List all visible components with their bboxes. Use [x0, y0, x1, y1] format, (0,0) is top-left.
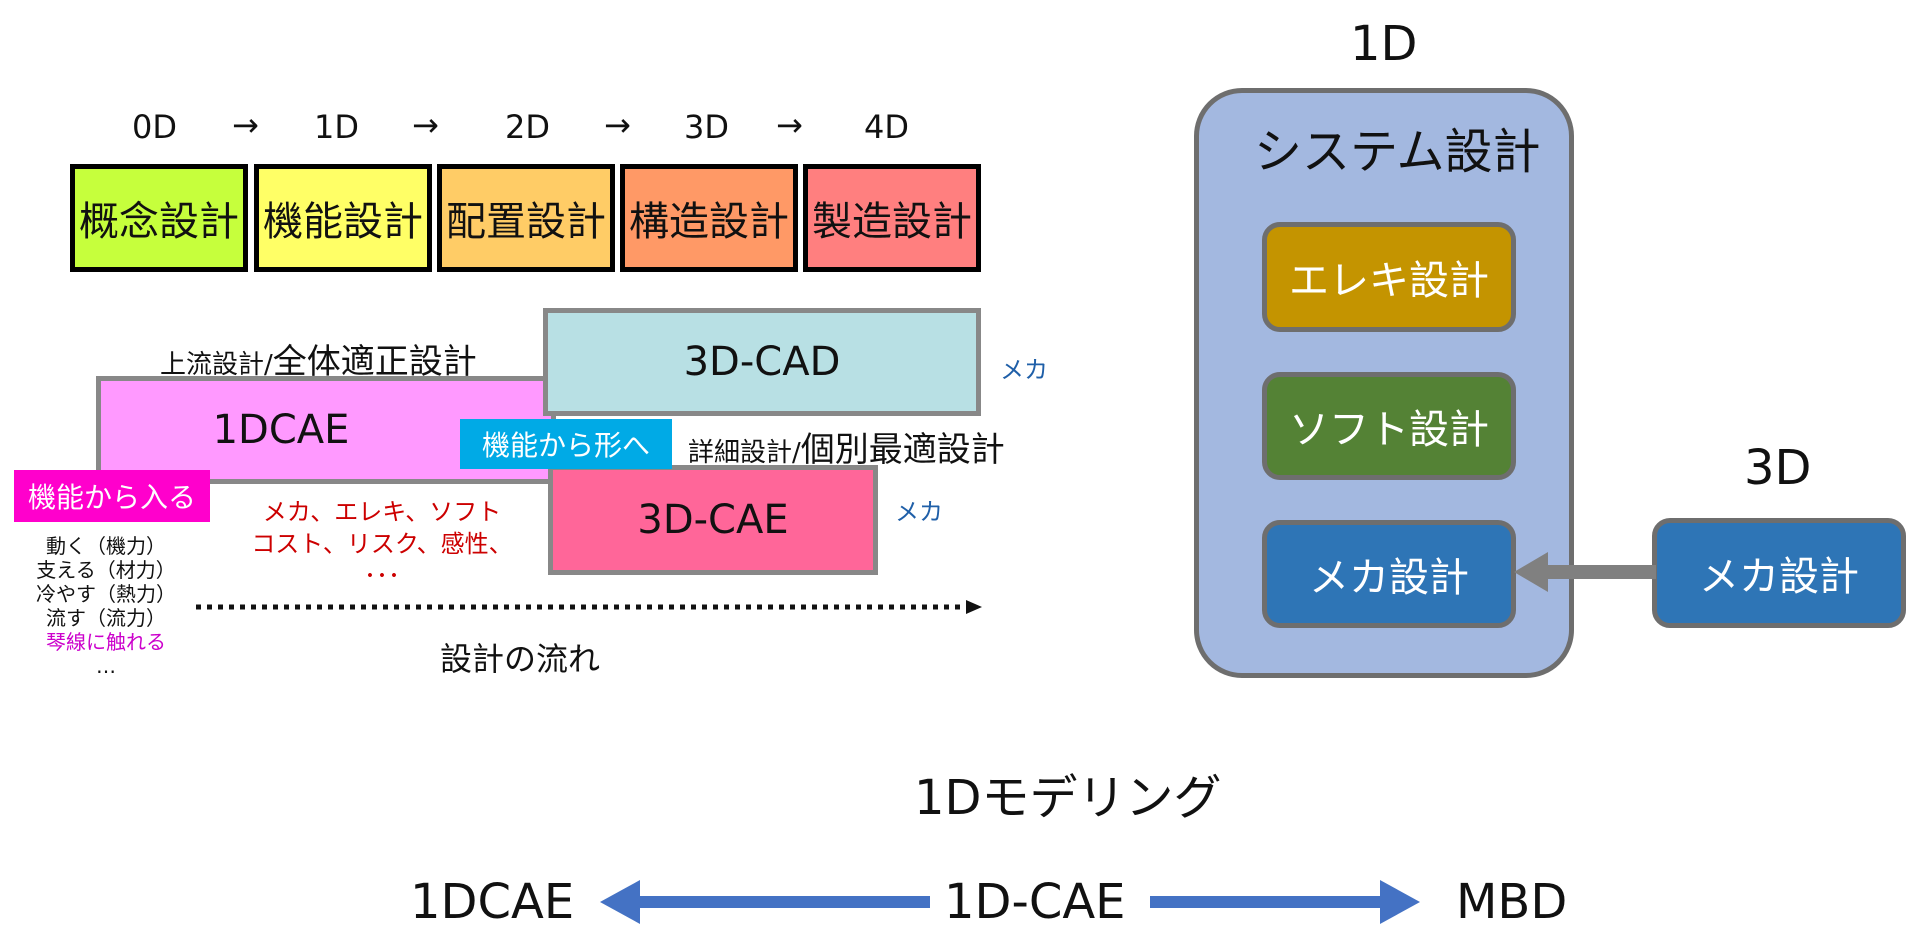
- function-item-support: 支える（材力）: [36, 558, 176, 582]
- phase-manufacturing-design: 製造設計: [803, 164, 981, 272]
- detail-design-label: 詳細設計/個別最適設計: [688, 422, 1005, 471]
- function-item-cool: 冷やす（熱力）: [36, 582, 176, 606]
- bottom-center-1d-cae: 1D-CAE: [944, 874, 1126, 930]
- upstream-big: 全体適正設計: [272, 342, 477, 382]
- dim-label-0d: 0D: [132, 108, 177, 146]
- upstream-design-label: 上流設計/全体適正設計: [160, 334, 477, 383]
- upstream-small: 上流設計/: [160, 350, 273, 380]
- mech-3d-box: メカ設計: [1652, 518, 1906, 628]
- function-item-ellipsis: …: [96, 654, 116, 678]
- right-blue-arrow: [1150, 880, 1420, 924]
- dim-label-4d: 4D: [864, 108, 909, 146]
- dim-label-1d: 1D: [314, 108, 359, 146]
- phase-function-design: 機能設計: [254, 164, 432, 272]
- tag-function-to-shape: 機能から形へ: [460, 419, 672, 469]
- design-flow-label: 設計の流れ: [440, 640, 601, 678]
- meka-label-cae: メカ: [895, 498, 943, 526]
- box-3dcae: 3D-CAE: [548, 465, 878, 575]
- dim-label-3d: 3D: [684, 108, 729, 146]
- phase-structure-design: 構造設計: [620, 164, 798, 272]
- function-list: 動く（機力） 支える（材力） 冷やす（熱力） 流す（流力） 琴線に触れる …: [16, 534, 196, 678]
- box-3dcad-label: 3D-CAD: [683, 339, 841, 385]
- function-item-flow: 流す（流力）: [46, 606, 166, 630]
- modeling-label: 1Dモデリング: [914, 770, 1222, 826]
- mech-link-arrow: [1514, 552, 1656, 592]
- box-3dcae-label: 3D-CAE: [637, 497, 789, 543]
- soft-design-box: ソフト設計: [1262, 372, 1516, 480]
- left-blue-arrow: [600, 880, 930, 924]
- design-flow-arrow: [196, 600, 982, 614]
- red-text-line-1: メカ、エレキ、ソフト: [262, 498, 502, 526]
- bottom-right-mbd: MBD: [1456, 874, 1568, 930]
- phase-concept-design: 概念設計: [70, 164, 248, 272]
- phase-layout-design: 配置設計: [437, 164, 615, 272]
- detail-small: 詳細設計/: [688, 438, 801, 468]
- dim-arrow: →: [232, 106, 259, 144]
- system-1d-label: 1D: [1350, 16, 1418, 72]
- function-item-move: 動く（機力）: [46, 534, 166, 558]
- tag-enter-from-function: 機能から入る: [14, 470, 210, 522]
- dim-arrow: →: [412, 106, 439, 144]
- box-1dcae-label: 1DCAE: [212, 407, 350, 453]
- meka-label-cad: メカ: [1000, 356, 1048, 384]
- mech-3d-label: 3D: [1744, 440, 1812, 496]
- dim-label-2d: 2D: [505, 108, 550, 146]
- mech-design-box: メカ設計: [1262, 520, 1516, 628]
- detail-big: 個別最適設計: [800, 430, 1005, 470]
- red-aspects-text: メカ、エレキ、ソフト コスト、リスク、感性、 ･･･: [244, 496, 520, 592]
- dim-arrow: →: [604, 106, 631, 144]
- dim-arrow: →: [776, 106, 803, 144]
- system-design-title: システム設計: [1254, 124, 1541, 180]
- function-item-emotion: 琴線に触れる: [46, 630, 166, 654]
- bottom-left-1dcae: 1DCAE: [410, 874, 575, 930]
- red-text-line-2: コスト、リスク、感性、: [251, 530, 513, 558]
- box-3dcad: 3D-CAD: [543, 308, 981, 416]
- elec-design-box: エレキ設計: [1262, 222, 1516, 332]
- red-text-line-3: ･･･: [364, 562, 400, 590]
